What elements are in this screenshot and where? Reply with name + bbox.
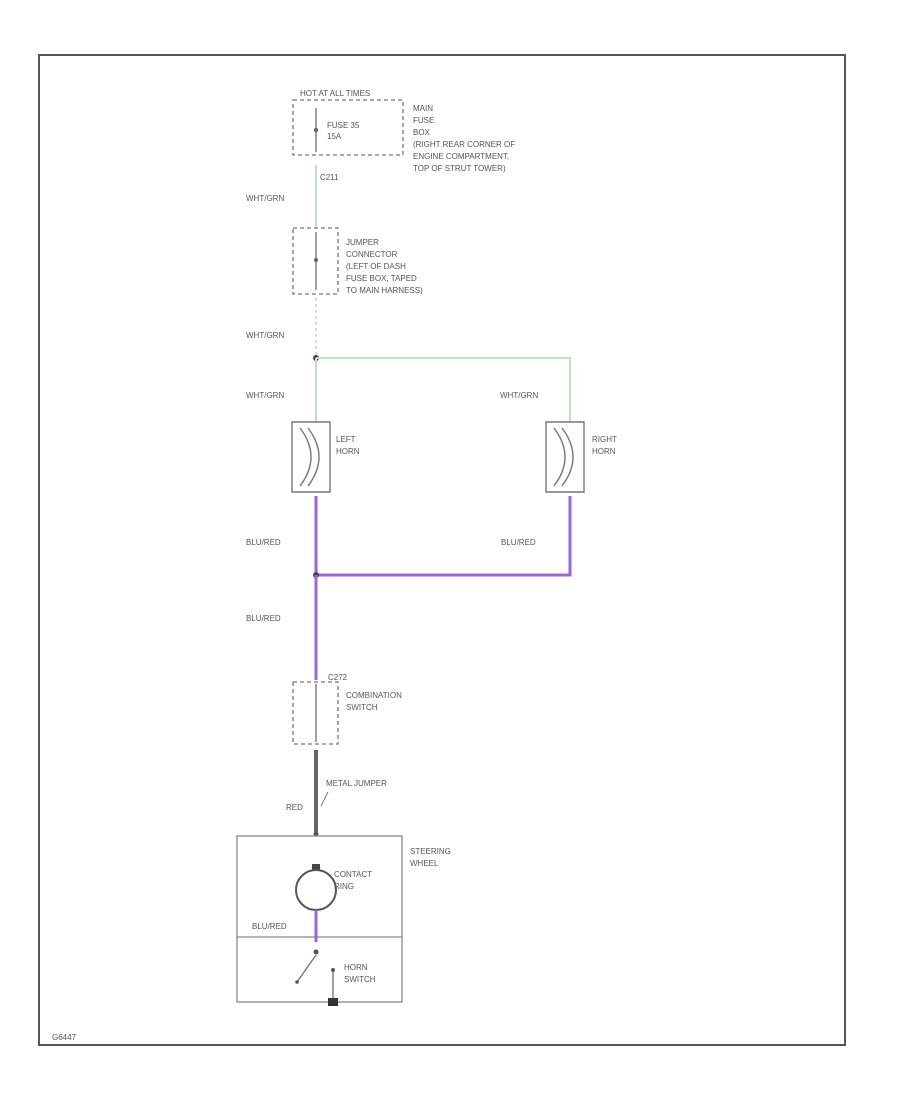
wire-label-blu-red-left: BLU/RED: [246, 538, 281, 547]
fuse-block: HOT AT ALL TIMES FUSE 35 15A MAIN FUSE B…: [292, 89, 515, 173]
wire-wht-grn-right-branch: [316, 357, 571, 422]
combination-switch-outline: [292, 681, 339, 745]
wire-blu-red-right: [316, 496, 572, 577]
horn-switch-label-2: SWITCH: [344, 975, 376, 984]
jumper-line-2: CONNECTOR: [346, 250, 398, 259]
connector-c272-label: C272: [328, 673, 348, 682]
fuse-number: FUSE 35: [327, 121, 360, 130]
jumper-connector: JUMPER CONNECTOR (LEFT OF DASH FUSE BOX,…: [292, 227, 423, 295]
left-horn-label-1: LEFT: [336, 435, 356, 444]
wire-label-blu-red-main: BLU/RED: [246, 614, 281, 623]
steering-wheel-label-1: STEERING: [410, 847, 451, 856]
left-horn: LEFT HORN: [291, 421, 360, 493]
metal-jumper-pointer: [320, 791, 329, 807]
left-horn-body: [291, 421, 331, 493]
wire-label-wht-grn-2: WHT/GRN: [246, 331, 284, 340]
jumper-connector-dot: [314, 258, 318, 262]
jumper-line-3: (LEFT OF DASH: [346, 262, 406, 271]
combination-switch-label-1: COMBINATION: [346, 691, 402, 700]
left-horn-diaphragm: [299, 427, 312, 487]
fuse-location-line-3: BOX: [413, 128, 431, 137]
right-horn-diaphragm: [553, 427, 566, 487]
jumper-connector-outline: [292, 227, 339, 295]
horn-switch-pivot: [295, 980, 299, 984]
metal-jumper-label: METAL JUMPER: [326, 779, 387, 788]
steering-wheel: STEERING WHEEL CONTACT RING BLU/RED HORN…: [236, 835, 451, 1003]
combination-switch-label-2: SWITCH: [346, 703, 378, 712]
wire-label-blu-red-right: BLU/RED: [501, 538, 536, 547]
connector-c211-label: C211: [320, 173, 339, 182]
horn-switch-lower-contact: [331, 968, 335, 972]
contact-ring: [295, 869, 337, 911]
steering-wheel-label-2: WHEEL: [410, 859, 439, 868]
ground-icon: [328, 998, 338, 1006]
wire-label-red: RED: [286, 803, 303, 812]
jumper-line-4: FUSE BOX, TAPED: [346, 274, 417, 283]
combination-switch: C272 COMBINATION SWITCH: [292, 673, 402, 745]
left-horn-label-2: HORN: [336, 447, 360, 456]
horn-switch-blade: [296, 954, 317, 983]
wire-label-blu-red-switch: BLU/RED: [252, 922, 287, 931]
fuse-location-line-4: (RIGHT REAR CORNER OF: [413, 140, 515, 149]
horn-switch-top-contact: [313, 949, 319, 955]
right-horn: RIGHT HORN: [545, 421, 617, 493]
diagram-frame: [38, 54, 846, 1046]
right-horn-label-2: HORN: [592, 447, 616, 456]
right-horn-diaphragm-2: [561, 427, 574, 487]
fuse-location-line-6: TOP OF STRUT TOWER): [413, 164, 506, 173]
fuse-location-line-2: FUSE: [413, 116, 434, 125]
fuse-box-outline: [292, 99, 404, 156]
contact-ring-top-terminal: [312, 864, 320, 870]
wire-label-wht-grn-1: WHT/GRN: [246, 194, 284, 203]
fuse-header: HOT AT ALL TIMES: [300, 89, 370, 98]
fuse-location-line-1: MAIN: [413, 104, 433, 113]
right-horn-body: [545, 421, 585, 493]
contact-ring-label-2: RING: [334, 882, 354, 891]
fuse-center-dot: [313, 127, 319, 133]
fuse-location-line-5: ENGINE COMPARTMENT,: [413, 152, 509, 161]
diagram-id: G6447: [52, 1033, 77, 1042]
jumper-line-5: TO MAIN HARNESS): [346, 286, 423, 295]
steering-wheel-terminal: [313, 831, 319, 837]
right-horn-label-1: RIGHT: [592, 435, 617, 444]
jumper-line-1: JUMPER: [346, 238, 379, 247]
horn-switch-label-1: HORN: [344, 963, 368, 972]
steering-wheel-box: [236, 835, 403, 1003]
fuse-rating: 15A: [327, 132, 342, 141]
wire-label-wht-grn-right: WHT/GRN: [500, 391, 538, 400]
wire-label-wht-grn-left: WHT/GRN: [246, 391, 284, 400]
contact-ring-label-1: CONTACT: [334, 870, 372, 879]
left-horn-diaphragm-2: [307, 427, 320, 487]
